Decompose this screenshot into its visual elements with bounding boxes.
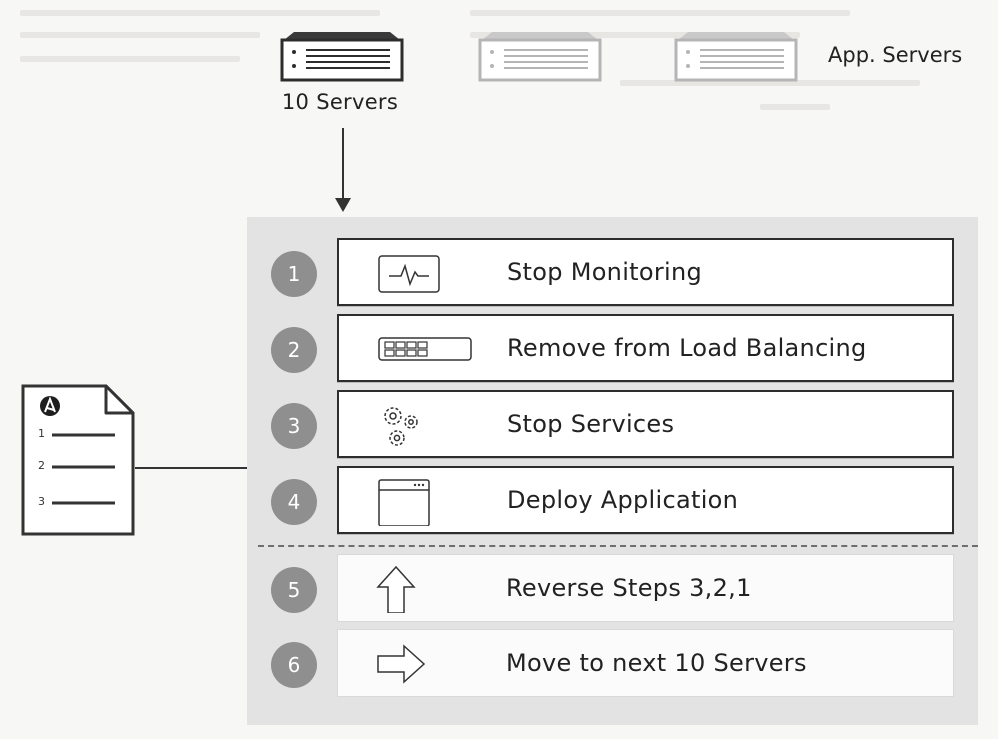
playbook-document-icon: [21, 384, 135, 536]
step-number: 4: [271, 479, 317, 525]
inactive-server-icon: [674, 32, 798, 82]
step-stop-services: Stop Services: [337, 390, 954, 458]
step-label: Reverse Steps 3,2,1: [506, 574, 752, 602]
inactive-server-icon: [478, 32, 602, 82]
step-label: Deploy Application: [507, 486, 739, 514]
monitor-pulse-icon: [378, 255, 440, 293]
step-remove-load-balancing: Remove from Load Balancing: [337, 314, 954, 382]
step-label: Stop Monitoring: [507, 258, 703, 286]
step-number: 1: [271, 251, 317, 297]
step-move-next-servers: Move to next 10 Servers: [337, 629, 954, 697]
step-stop-monitoring: Stop Monitoring: [337, 238, 954, 306]
app-servers-label: App. Servers: [828, 43, 963, 67]
playbook-line-number: 2: [38, 459, 45, 472]
step-number: 5: [271, 567, 317, 613]
playbook-line-number: 1: [38, 427, 45, 440]
load-balancer-icon: [378, 337, 472, 361]
server-count-label: 10 Servers: [281, 90, 399, 114]
step-number: 6: [271, 642, 317, 688]
playbook-connector: [135, 467, 247, 469]
step-label: Move to next 10 Servers: [506, 649, 807, 677]
dashed-separator: [258, 545, 978, 547]
step-number: 3: [271, 403, 317, 449]
step-label: Stop Services: [507, 410, 675, 438]
gears-icon: [384, 407, 418, 446]
step-deploy-application: Deploy Application: [337, 466, 954, 534]
down-arrow-icon: [335, 128, 351, 212]
step-reverse-steps: Reverse Steps 3,2,1: [337, 554, 954, 622]
up-arrow-icon: [376, 565, 416, 613]
step-number: 2: [271, 327, 317, 373]
step-label: Remove from Load Balancing: [507, 334, 867, 362]
active-server-icon: [280, 32, 404, 82]
playbook-line-number: 3: [38, 495, 45, 508]
right-arrow-icon: [377, 644, 426, 684]
app-window-icon: [378, 479, 430, 526]
